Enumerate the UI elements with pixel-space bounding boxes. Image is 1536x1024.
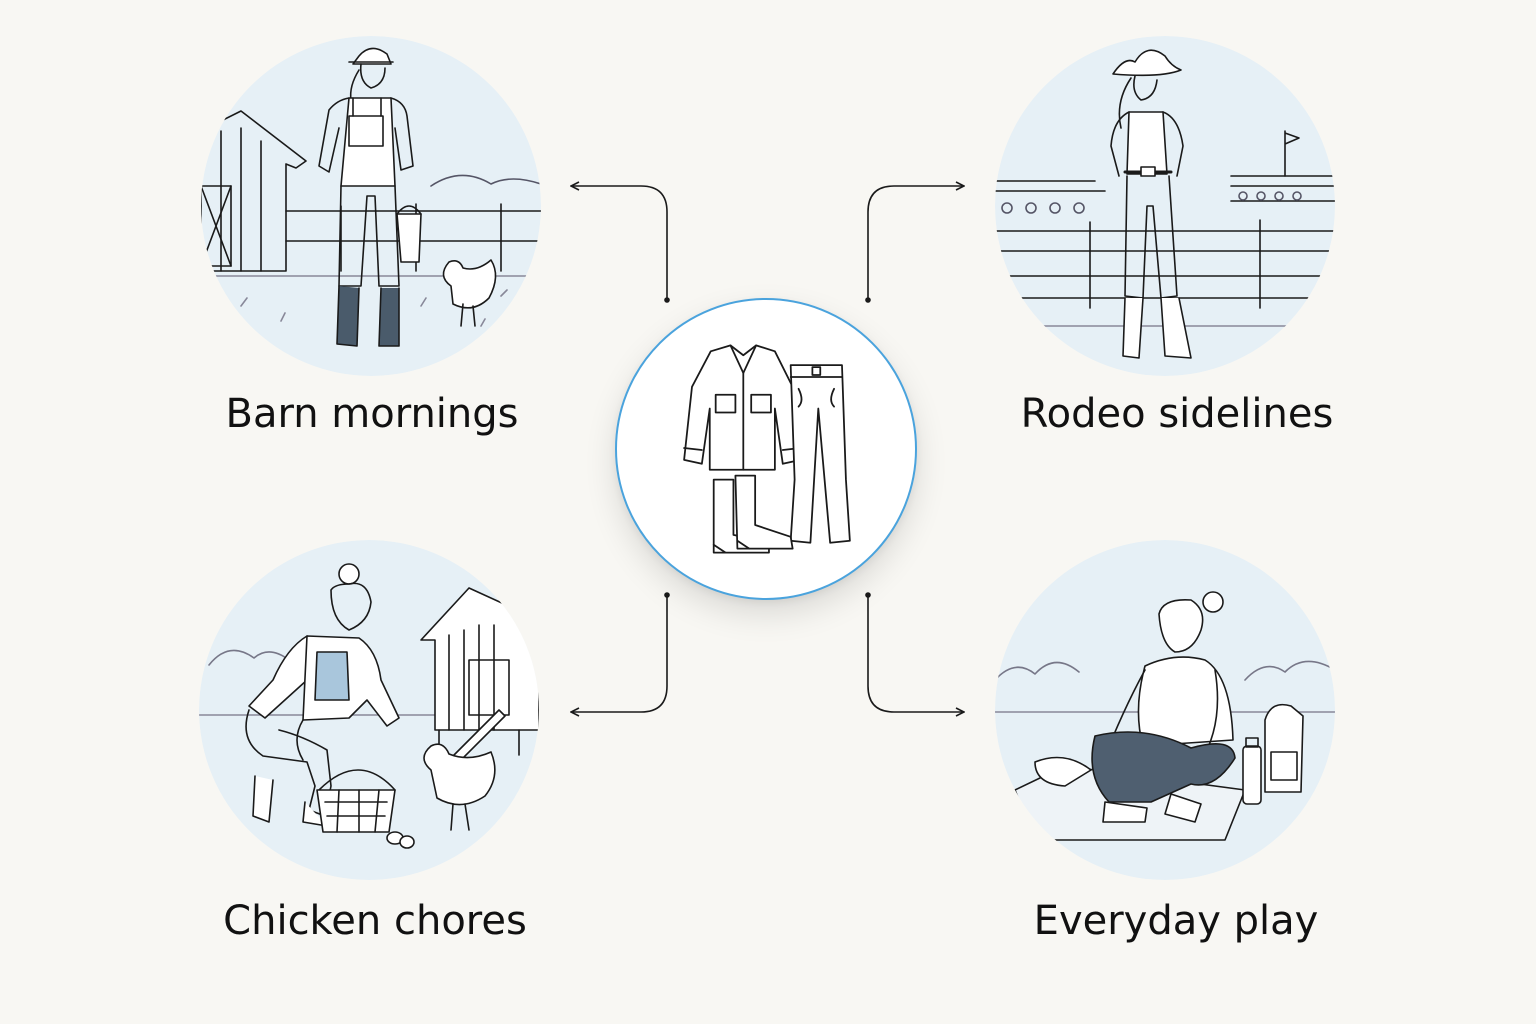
cowgirl-arena-icon — [995, 36, 1335, 376]
arrow-to-chickens — [572, 595, 668, 712]
egg-gathering-icon — [199, 540, 539, 880]
label-rodeo-sidelines: Rodeo sidelines — [1020, 391, 1334, 437]
arrow-to-play — [867, 595, 963, 712]
center-outfit-hub — [615, 298, 917, 600]
barn-scene-illustration — [201, 36, 541, 376]
chicken-scene-illustration — [199, 540, 539, 880]
arrow-to-barn — [572, 186, 668, 300]
play-scene-illustration — [995, 540, 1335, 880]
label-barn-mornings: Barn mornings — [225, 391, 519, 437]
rodeo-scene-illustration — [995, 36, 1335, 376]
jeans-icon — [789, 364, 851, 544]
label-everyday-play: Everyday play — [1033, 898, 1319, 944]
farm-woman-bucket-icon — [201, 36, 541, 376]
western-outfit-icon — [683, 344, 851, 554]
picnic-sitting-icon — [995, 540, 1335, 880]
label-chicken-chores: Chicken chores — [223, 898, 527, 944]
boots-icon — [712, 474, 794, 554]
shirt-jacket-icon — [683, 344, 802, 471]
arrow-to-rodeo — [867, 186, 963, 300]
